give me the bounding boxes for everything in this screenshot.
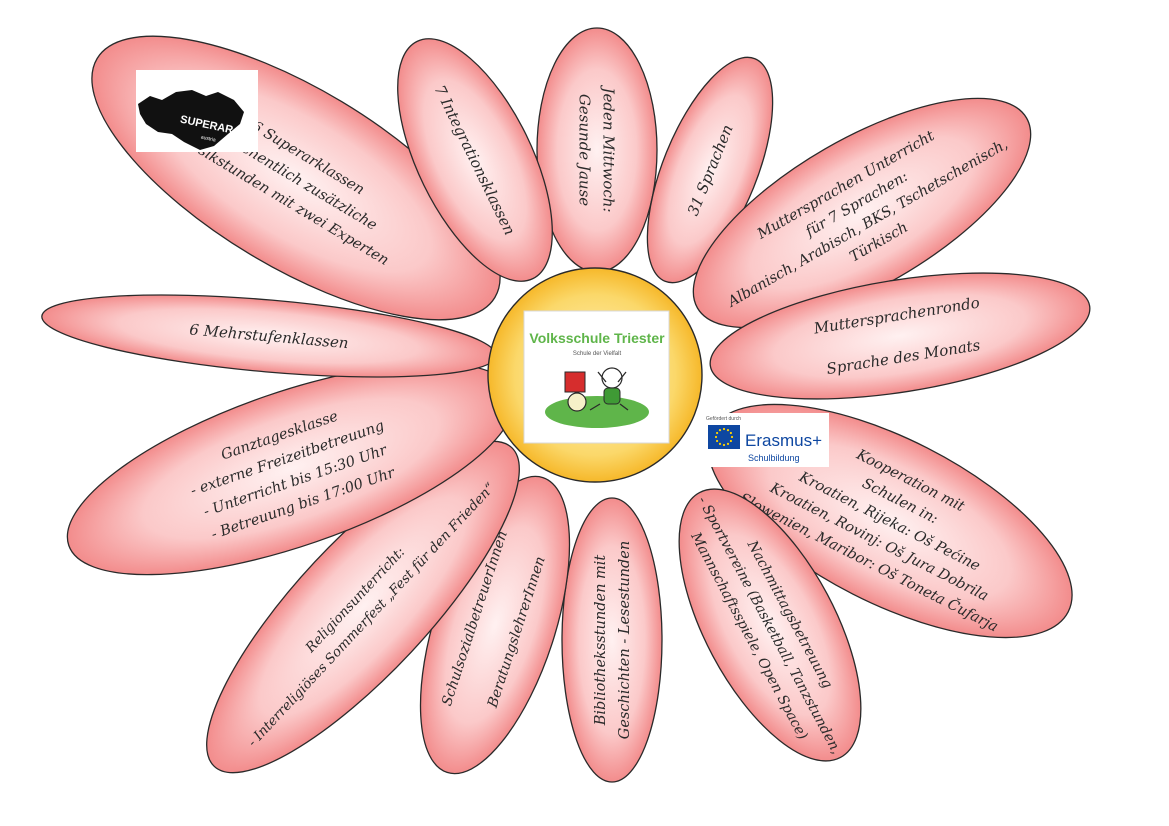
red-bucket — [564, 371, 586, 393]
eu-star-icon — [722, 427, 726, 431]
eu-star-icon — [730, 435, 734, 439]
petal-text-line: Bibliotheksstunden mit — [593, 555, 609, 727]
petal-text-line: Gesunde Jause — [576, 94, 594, 206]
petal-text: Jeden Mittwoch: Gesunde Jause — [576, 85, 618, 213]
superar-logo-sub: austria — [200, 135, 216, 144]
superar-logo: SUPERAR austria — [136, 70, 258, 152]
petal-ganztag: Ganztagesklasse- externe Freizeitbetreuu… — [66, 362, 516, 576]
school-subtitle: Schule der Vielfalt — [573, 351, 622, 357]
erasmus-name: Erasmus+ — [745, 431, 822, 450]
petal-shape — [397, 38, 553, 282]
petal-shape — [206, 440, 520, 774]
eu-star-icon — [729, 439, 733, 443]
petal-text: Bibliotheksstunden mit Geschichten - Lese… — [593, 541, 633, 739]
erasmus-logo: Gefördert durch Erasmus+ Schulbildung — [703, 413, 829, 467]
eu-star-icon — [726, 429, 730, 432]
petal-shape — [646, 56, 774, 284]
eu-star-icon — [726, 442, 730, 445]
kid-arms — [589, 371, 629, 411]
eu-star-icon — [729, 431, 733, 435]
austria-map-icon — [138, 90, 244, 150]
petal-bibliothek: Bibliotheksstunden mit Geschichten - Lese… — [561, 497, 663, 783]
eu-star-icon — [718, 442, 722, 445]
petal-integration: 7 Integrationsklassen — [397, 38, 553, 282]
eu-star-icon — [716, 431, 719, 435]
petal-rondo: MuttersprachenrondoSprache des Monats — [709, 272, 1091, 400]
kid-head-right — [601, 367, 623, 389]
eu-stars — [714, 427, 734, 447]
center-layer: Volksschule Triester Schule der Vielfalt — [487, 267, 703, 483]
petal-shape — [692, 97, 1032, 329]
eu-star-icon — [718, 429, 722, 432]
eu-star-icon — [716, 439, 719, 443]
erasmus-sub: Schulbildung — [748, 453, 800, 463]
erasmus-funded-text: Gefördert durch — [706, 416, 741, 422]
petal-text-line: Geschichten - Lesestunden — [617, 541, 633, 739]
petal-shape — [678, 488, 862, 762]
eu-star-icon — [714, 435, 718, 439]
school-kids-illustration — [545, 367, 649, 428]
petal-text-line: Jeden Mittwoch: — [600, 85, 618, 213]
kid-head-left — [567, 392, 587, 412]
school-name: Volksschule Triester — [529, 330, 665, 346]
eu-star-icon — [722, 443, 726, 447]
kid-body-right — [603, 387, 621, 405]
petal-sprachen: 31 Sprachen — [646, 56, 774, 284]
petal-shape — [561, 497, 663, 783]
petal-shape — [536, 27, 658, 273]
petal-shape — [709, 272, 1091, 400]
logos-layer: SUPERAR austria Gefördert durch Erasmus+… — [136, 70, 829, 467]
grass-hill — [545, 396, 649, 428]
petal-jause: Jeden Mittwoch: Gesunde Jause — [536, 27, 658, 273]
